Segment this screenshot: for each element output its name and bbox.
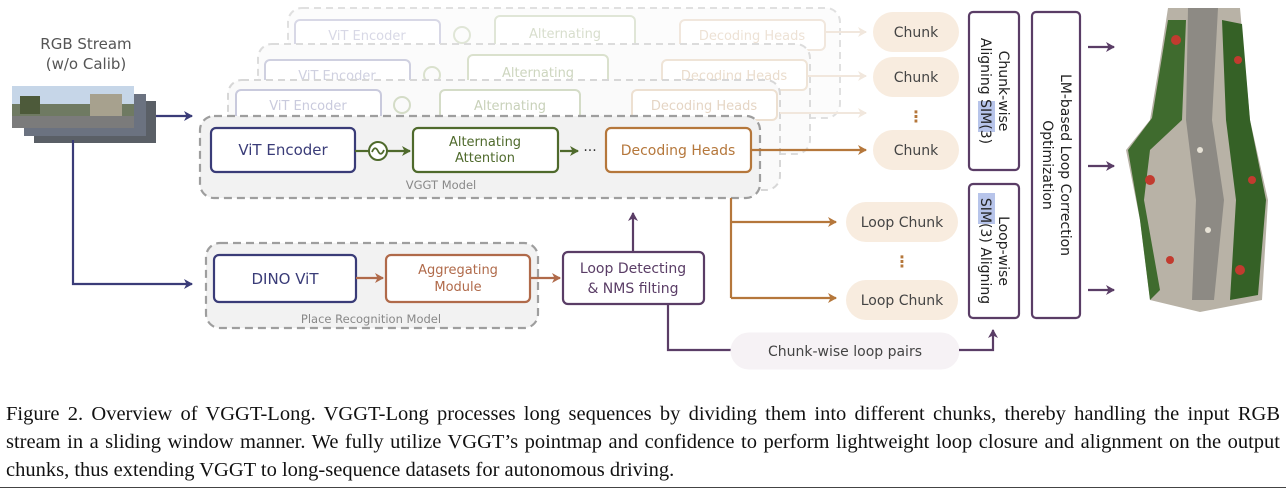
point-cloud-map-image (1126, 8, 1268, 312)
attention-label-line1: Alternating (449, 135, 521, 150)
attention-label-line2: Attention (455, 151, 515, 166)
lm-opt-line1: LM-based Loop Correction (1057, 74, 1073, 256)
chunk-1: Chunk (873, 12, 959, 52)
svg-text:Loop Chunk: Loop Chunk (861, 215, 944, 231)
loop-pairs-label: Chunk-wise loop pairs (768, 344, 922, 360)
svg-text:Decoding Heads: Decoding Heads (699, 29, 806, 44)
loop-wise-aligning-box: Loop-wise SIM(3) Aligning (967, 182, 1021, 320)
aggregating-label-line1: Aggregating (418, 263, 498, 278)
loop-pairs-arrow (959, 329, 998, 352)
loop-detect-label-line1: Loop Detecting (580, 261, 686, 277)
alternating-attention-box: Alternating Attention (411, 126, 560, 174)
svg-text:Aligning SIM(3): Aligning SIM(3) (977, 38, 993, 144)
bottom-rule (0, 487, 1286, 488)
loop-chunk-vdots: ⋮ (894, 252, 910, 271)
lm-opt-line2: Optimization (1039, 120, 1055, 210)
pipeline-ellipsis: ··· (583, 143, 596, 159)
aggregating-label-line2: Module (434, 280, 481, 295)
decoding-heads-box: Decoding Heads (604, 126, 753, 174)
chunk-wise-aligning-box: Chunk-wise Aligning SIM(3) (967, 10, 1021, 172)
loop-pairs-pill: Chunk-wise loop pairs (730, 332, 960, 370)
input-to-dino-arrow (71, 140, 193, 289)
vit-encoder-label: ViT Encoder (238, 141, 328, 159)
dino-vit-label: DINO ViT (251, 270, 319, 288)
chunk-3: Chunk (873, 130, 959, 170)
loop-align-line1: Loop-wise (995, 216, 1011, 286)
loop-chunk-1: Loop Chunk (846, 202, 958, 242)
decoding-heads-label: Decoding Heads (621, 143, 736, 159)
aggregating-module-box: Aggregating Module (384, 253, 532, 304)
svg-text:Alternating: Alternating (529, 27, 601, 42)
rgb-frames-image (12, 86, 156, 143)
adapter-icon (368, 141, 388, 161)
svg-text:ViT Encoder: ViT Encoder (328, 29, 406, 44)
svg-text:Chunk: Chunk (894, 25, 939, 41)
chunk-2: Chunk (873, 57, 959, 97)
svg-text:Chunk: Chunk (894, 143, 939, 159)
loop-chunk-2: Loop Chunk (846, 280, 958, 320)
lm-optimization-box: LM-based Loop Correction Optimization (1030, 10, 1082, 320)
vit-encoder-box: ViT Encoder (209, 126, 357, 174)
loop-detect-label-line2: & NMS filting (587, 281, 678, 297)
svg-text:Decoding Heads: Decoding Heads (651, 99, 758, 114)
svg-text:Alternating: Alternating (474, 99, 546, 114)
svg-text:Chunk: Chunk (894, 70, 939, 86)
place-recognition-label: Place Recognition Model (301, 312, 441, 326)
vggt-model-label: VGGT Model (406, 178, 477, 192)
svg-text:ViT Encoder: ViT Encoder (269, 99, 347, 114)
pipeline-diagram: ViT Encoder Alternating Decoding Heads V… (12, 7, 1268, 370)
svg-text:Loop Chunk: Loop Chunk (861, 293, 944, 309)
input-label-line2: (w/o Calib) (46, 55, 127, 73)
svg-text:SIM(3) Aligning: SIM(3) Aligning (977, 198, 993, 304)
input-label-line1: RGB Stream (40, 35, 131, 53)
dino-vit-box: DINO ViT (212, 253, 358, 304)
loop-detecting-box: Loop Detecting & NMS filting (561, 250, 706, 306)
figure-caption: Figure 2. Overview of VGGT-Long. VGGT-Lo… (6, 403, 1280, 481)
svg-text:Alternating: Alternating (502, 66, 574, 81)
chunk-align-line1: Chunk-wise (995, 51, 1011, 132)
chunk-vdots: ⋮ (908, 107, 924, 126)
